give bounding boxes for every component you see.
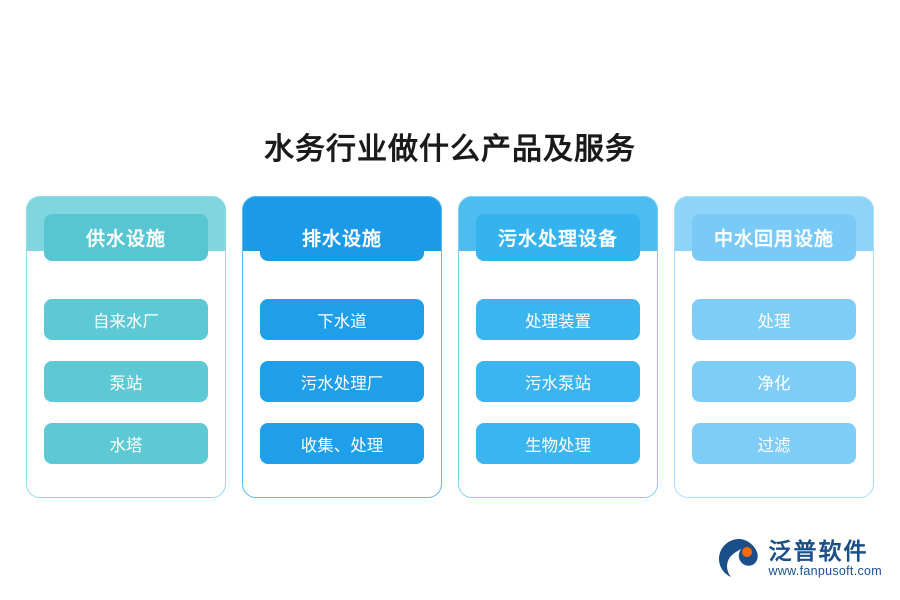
list-item[interactable]: 过滤 xyxy=(692,423,856,464)
list-item[interactable]: 净化 xyxy=(692,361,856,402)
column-items-4: 处理 净化 过滤 xyxy=(692,299,856,485)
column-header-2: 排水设施 xyxy=(260,214,424,261)
list-item[interactable]: 水塔 xyxy=(44,423,208,464)
column-body-2 xyxy=(242,196,442,498)
page-title: 水务行业做什么产品及服务 xyxy=(264,133,636,166)
list-item[interactable]: 污水处理厂 xyxy=(260,361,424,402)
logo-mark-icon xyxy=(718,539,758,577)
column-drainage[interactable]: 排水设施 下水道 污水处理厂 收集、处理 xyxy=(242,196,442,498)
column-body-4 xyxy=(674,196,874,498)
column-water-supply[interactable]: 供水设施 自来水厂 泵站 水塔 xyxy=(26,196,226,498)
column-items-2: 下水道 污水处理厂 收集、处理 xyxy=(260,299,424,485)
column-items-1: 自来水厂 泵站 水塔 xyxy=(44,299,208,485)
list-item[interactable]: 自来水厂 xyxy=(44,299,208,340)
column-reclaimed-water[interactable]: 中水回用设施 处理 净化 过滤 xyxy=(674,196,874,498)
column-body-1 xyxy=(26,196,226,498)
list-item[interactable]: 处理 xyxy=(692,299,856,340)
list-item[interactable]: 处理装置 xyxy=(476,299,640,340)
column-header-4: 中水回用设施 xyxy=(692,214,856,261)
column-group: 供水设施 自来水厂 泵站 水塔 排水设施 下水道 污水处理厂 收集、处理 污水处… xyxy=(26,196,874,498)
logo-name: 泛普软件 xyxy=(768,537,869,564)
column-header-3: 污水处理设备 xyxy=(476,214,640,261)
column-items-3: 处理装置 污水泵站 生物处理 xyxy=(476,299,640,485)
logo-text-block: 泛普软件 www.fanpusoft.com xyxy=(769,538,882,579)
column-sewage-equipment[interactable]: 污水处理设备 处理装置 污水泵站 生物处理 xyxy=(458,196,658,498)
column-body-3 xyxy=(458,196,658,498)
list-item[interactable]: 下水道 xyxy=(260,299,424,340)
logo-url: www.fanpusoft.com xyxy=(768,563,882,578)
list-item[interactable]: 泵站 xyxy=(44,361,208,402)
list-item[interactable]: 生物处理 xyxy=(476,423,640,464)
list-item[interactable]: 收集、处理 xyxy=(260,423,424,464)
brand-logo: 泛普软件 www.fanpusoft.com xyxy=(717,532,882,584)
column-header-1: 供水设施 xyxy=(44,214,208,261)
list-item[interactable]: 污水泵站 xyxy=(476,361,640,402)
